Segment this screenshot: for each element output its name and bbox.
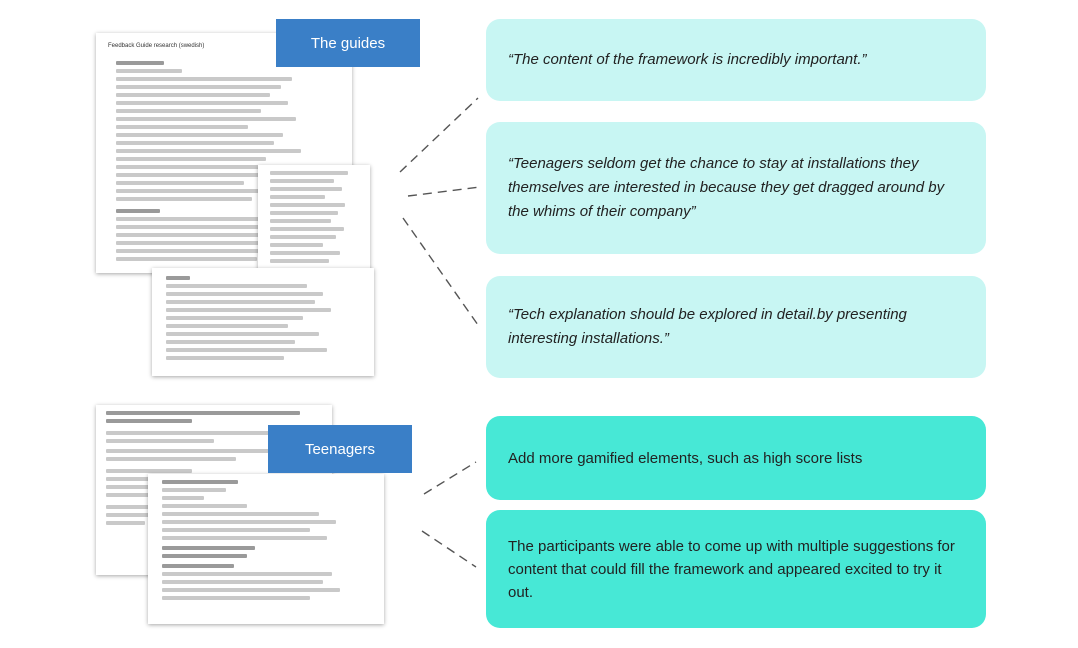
teenagers-document-text: [148, 474, 384, 624]
connector-guides-quote-1: [399, 97, 479, 173]
guides-document-page-2: [258, 165, 370, 275]
guides-document-text: [258, 165, 370, 275]
note-box-participant-suggestions: The participants were able to come up wi…: [486, 510, 986, 628]
guides-label: The guides: [276, 19, 420, 67]
guides-document-page-1: Feedback Guide research (swedish): [96, 33, 352, 273]
quote-text: “Tech explanation should be explored in …: [508, 306, 907, 347]
connector-guides-quote-2: [407, 186, 481, 197]
teenagers-document-text: [96, 405, 332, 575]
quote-text: “The content of the framework is incredi…: [508, 51, 867, 68]
note-text: Add more gamified elements, such as high…: [508, 449, 863, 467]
connector-teenagers-note-2: [421, 530, 477, 568]
quote-box-tech-explanation: “Tech explanation should be explored in …: [486, 276, 986, 378]
teenagers-label: Teenagers: [268, 425, 412, 473]
note-box-gamified-elements: Add more gamified elements, such as high…: [486, 416, 986, 500]
guides-document-page-3: [152, 268, 374, 376]
connector-teenagers-note-1: [423, 461, 477, 495]
quote-box-framework-content: “The content of the framework is incredi…: [486, 19, 986, 101]
connector-guides-quote-3: [402, 217, 479, 326]
note-text: The participants were able to come up wi…: [508, 537, 955, 601]
guides-document-text: [152, 268, 374, 376]
quote-text: “Teenagers seldom get the chance to stay…: [508, 155, 945, 220]
guides-document-text: [96, 33, 352, 273]
quote-box-teenagers-installations: “Teenagers seldom get the chance to stay…: [486, 122, 986, 254]
teenagers-document-page-2: [148, 474, 384, 624]
guides-document-title: Feedback Guide research (swedish): [108, 43, 205, 49]
